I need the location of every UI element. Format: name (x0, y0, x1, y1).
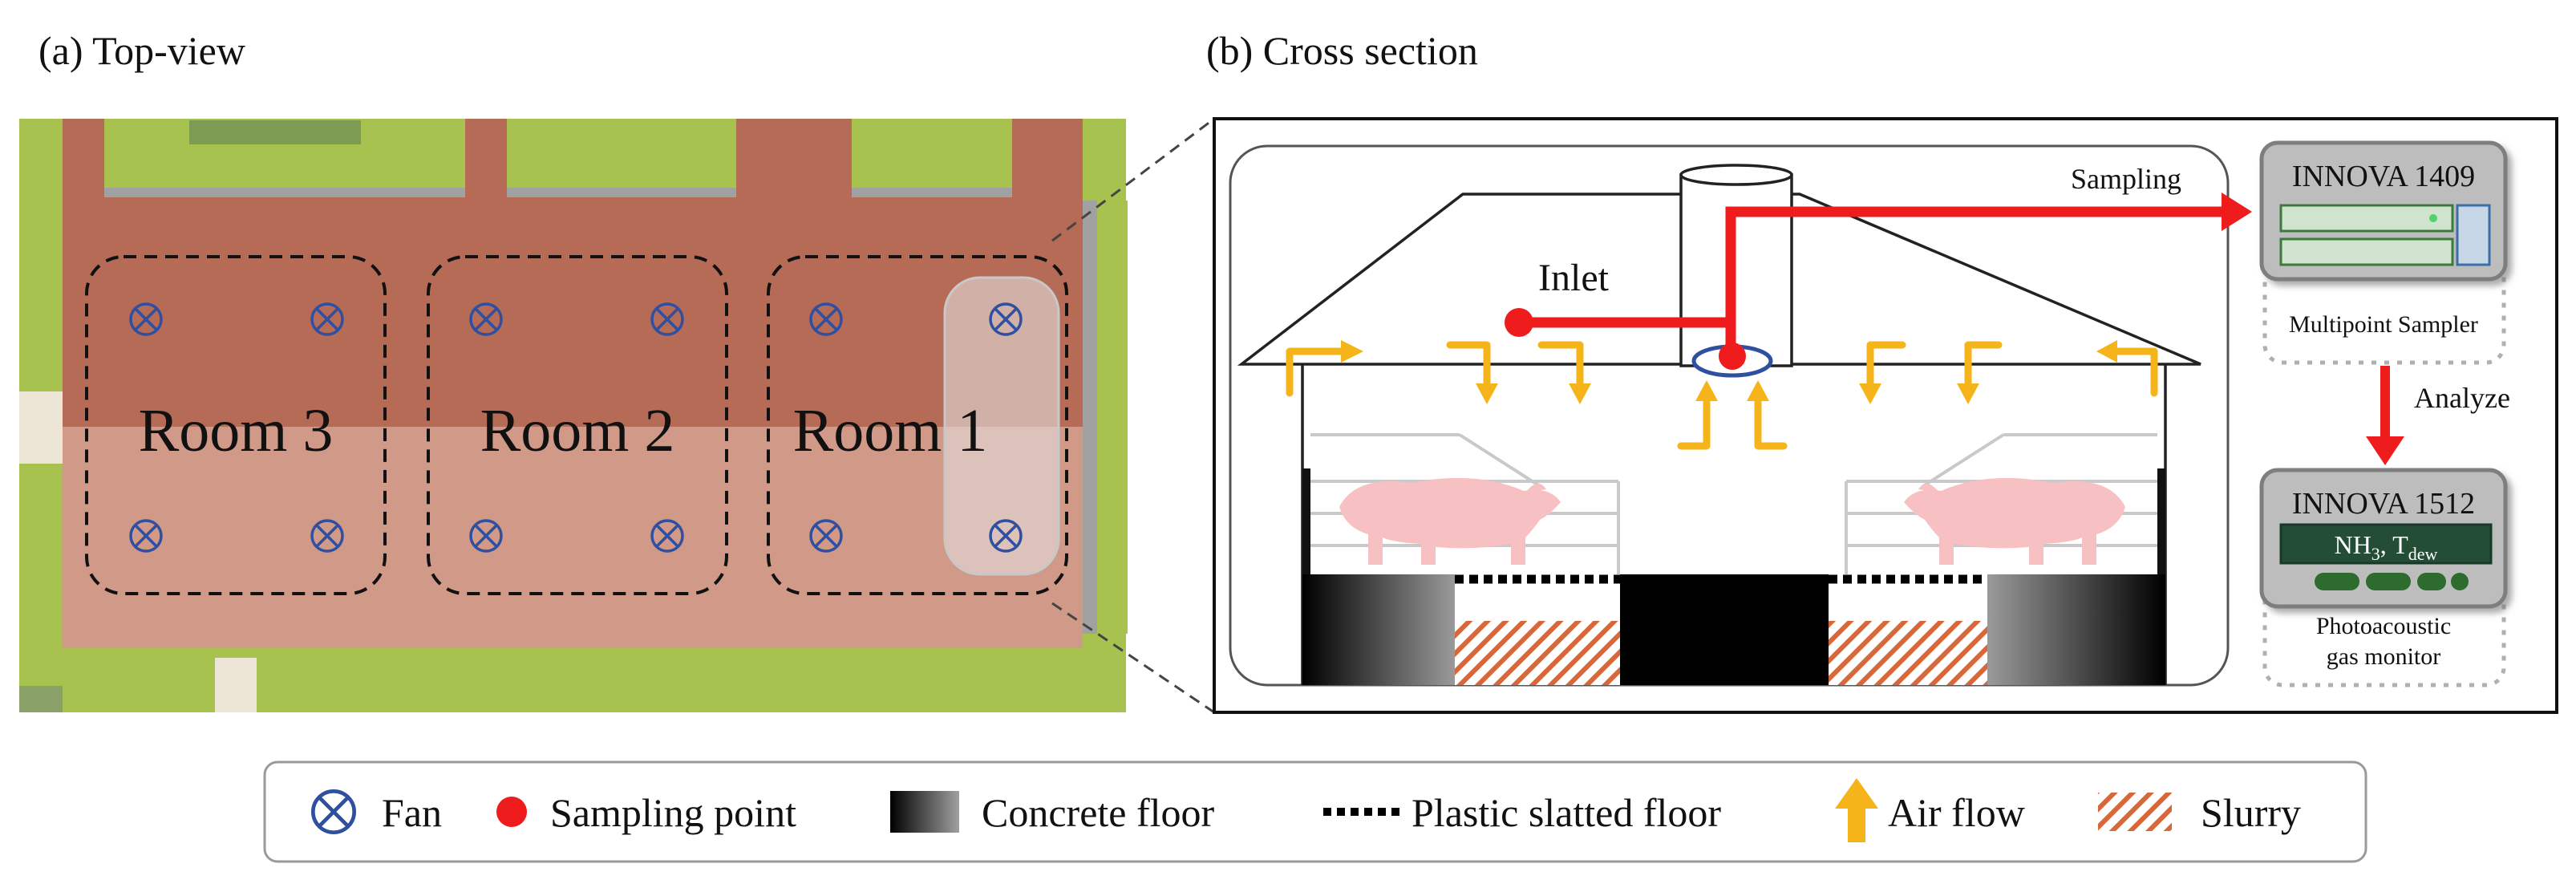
floor-section (1302, 574, 2165, 685)
patch-bottom-left (19, 686, 63, 712)
sampler-caption: Multipoint Sampler (2289, 311, 2478, 338)
room-1-outline (767, 255, 1068, 595)
airflow-arrows (1286, 340, 2158, 450)
top-view-map (19, 119, 1128, 712)
room-3-outline (85, 255, 387, 595)
monitor-display (2279, 523, 2493, 565)
monitor-title: INNOVA 1512 (2292, 487, 2475, 521)
gas-monitor: INNOVA 1512 NH3, Tdew Photoacoustic gas … (2259, 468, 2508, 687)
yard-2-edge (507, 188, 736, 197)
legend-airflow-label: Air flow (1888, 790, 2025, 835)
monitor-display-text: NH3, Tdew (2335, 530, 2438, 564)
yard-3 (852, 119, 1012, 196)
walkway-bottom (215, 658, 257, 712)
inlet-label: Inlet (1538, 257, 1610, 299)
room-1-label: Room 1 (793, 397, 988, 464)
sampling-line (1505, 193, 2252, 370)
chimney-top (1679, 164, 1793, 186)
roof-lower-half (63, 427, 1083, 648)
yard-2 (507, 119, 736, 196)
multipoint-sampler: INNOVA 1409 Multipoint Sampler (2259, 140, 2508, 365)
legend-box (263, 760, 2367, 863)
airflow-arrow-icon (1446, 341, 1491, 389)
room-3-label: Room 3 (139, 397, 334, 464)
airflow-arrow-icon (1866, 341, 1906, 389)
sampling-label: Sampling (2071, 163, 2181, 195)
room-2-outline (427, 255, 728, 595)
yard-1-inner (189, 120, 361, 144)
airflow-arrow-icon (1754, 397, 1788, 450)
legend: Fan Sampling point Concrete floor Plasti… (263, 760, 2367, 863)
legend-sampling-point-icon (496, 797, 527, 827)
airflow-arrow-icon (1964, 341, 2003, 389)
legend-sampling-label: Sampling point (550, 790, 796, 835)
yard-1-edge (104, 188, 465, 197)
display-sub-2: dew (2408, 544, 2438, 564)
concrete-floor-right (1987, 574, 2165, 685)
chimney (1679, 173, 1793, 367)
concrete-floor-center (1620, 574, 1829, 685)
panel-b-title: (b) Cross section (1206, 28, 1478, 73)
inlet-sampling-point (1505, 308, 1533, 337)
wall-left-solid (1302, 468, 1310, 574)
monitor-caption-2: gas monitor (2327, 643, 2441, 670)
airflow-arrow-icon (2113, 347, 2158, 397)
legend-concrete-label: Concrete floor (982, 790, 1215, 835)
legend-slurry-label: Slurry (2201, 790, 2301, 835)
sampler-title: INNOVA 1409 (2292, 160, 2475, 193)
monitor-caption-1: Photoacoustic (2316, 613, 2451, 639)
exhaust-sampling-point (1719, 343, 1746, 370)
room-outlines (85, 255, 1068, 595)
display-main: NH (2335, 530, 2371, 559)
room-2-label: Room 2 (480, 397, 675, 464)
analyze-arrow (2366, 366, 2404, 465)
cross-section-highlight (943, 276, 1060, 576)
legend-fan-label: Fan (382, 790, 442, 835)
pig-pens (1310, 433, 2157, 574)
wall-right-solid (2157, 468, 2165, 574)
zoom-line-top (1051, 117, 1215, 242)
display-mid: , T (2380, 530, 2408, 559)
panel-a-title: (a) Top-view (38, 28, 245, 73)
display-sub-1: 3 (2371, 544, 2380, 564)
legend-airflow-icon (1835, 778, 1878, 842)
legend-slatted-label: Plastic slatted floor (1412, 790, 1721, 835)
east-wall (1083, 201, 1097, 634)
slurry-left (1455, 621, 1620, 685)
legend-concrete-swatch (890, 791, 959, 833)
walkway-left (19, 391, 63, 464)
analyze-label: Analyze (2414, 382, 2510, 414)
airflow-arrow-icon (1286, 347, 1345, 397)
zoom-line-bottom (1051, 602, 1215, 714)
airflow-arrow-icon (1537, 341, 1584, 389)
legend-slurry-swatch (2098, 793, 2172, 831)
yard-3-edge (852, 188, 1012, 197)
airflow-arrow-icon (1677, 397, 1711, 450)
concrete-floor-left (1302, 574, 1455, 685)
slurry-right (1829, 621, 1987, 685)
